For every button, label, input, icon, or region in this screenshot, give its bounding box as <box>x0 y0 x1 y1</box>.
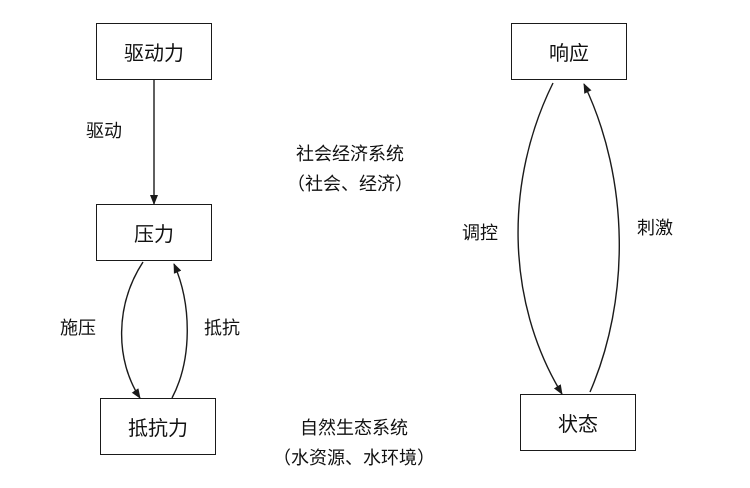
resist-arrow <box>171 263 188 399</box>
node-response: 响应 <box>511 23 627 80</box>
label-resist: 抵抗 <box>204 318 240 339</box>
stimulate-arrow <box>583 83 620 393</box>
node-driving-force: 驱动力 <box>96 23 212 80</box>
apply-pressure-arrow <box>120 261 144 399</box>
natural-eco-system: 自然生态系统 （水资源、水环境） <box>262 414 446 474</box>
natural-eco-title: 自然生态系统 <box>300 418 408 439</box>
label-drive: 驱动 <box>86 121 122 142</box>
socio-economic-title: 社会经济系统 <box>296 144 404 165</box>
socio-economic-subtitle: （社会、经济） <box>287 174 413 195</box>
node-resistance-force: 抵抗力 <box>100 398 216 455</box>
label-regulate: 调控 <box>462 223 498 244</box>
socio-economic-system: 社会经济系统 （社会、经济） <box>280 140 420 200</box>
node-state: 状态 <box>520 394 636 451</box>
natural-eco-subtitle: （水资源、水环境） <box>273 448 435 469</box>
label-stimulate: 刺激 <box>637 218 673 239</box>
regulate-arrow <box>517 82 563 395</box>
node-pressure: 压力 <box>96 204 212 261</box>
label-apply-pressure: 施压 <box>60 318 96 339</box>
